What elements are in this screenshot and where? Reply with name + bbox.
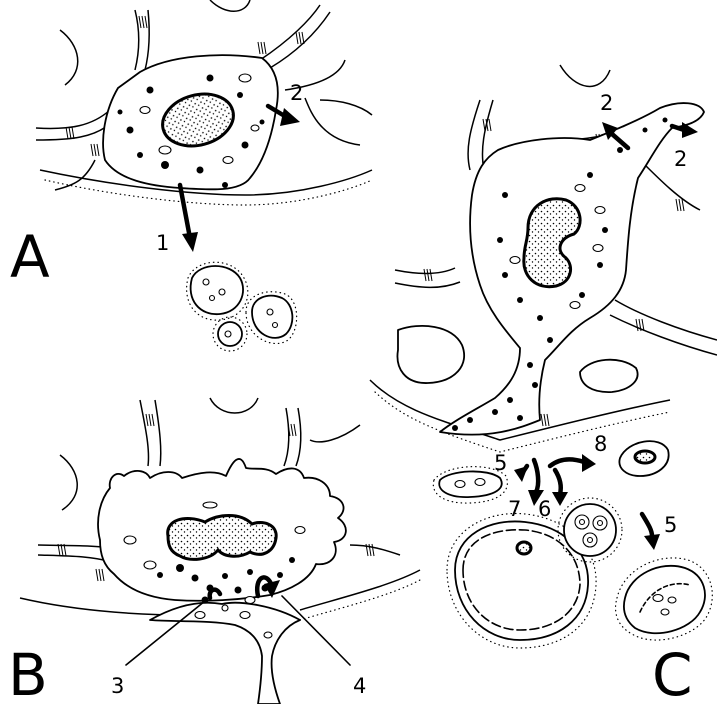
- panel-a: 1 2 A: [10, 0, 372, 351]
- label-2: 2: [290, 81, 303, 105]
- arrow-5b-icon: [642, 514, 660, 550]
- label-5b: 5: [664, 513, 677, 537]
- label-2a: 2: [600, 91, 613, 115]
- label-7: 7: [508, 497, 521, 521]
- released-vesicles-a: [187, 262, 297, 351]
- panel-b: 3 4 B: [8, 398, 420, 704]
- panel-letter-b: B: [8, 641, 48, 704]
- leader-line-4: [282, 596, 350, 665]
- nucleus-b: [168, 516, 276, 560]
- pedicel-b: [150, 603, 300, 704]
- arrow-5a-icon: [514, 466, 528, 482]
- label-2b: 2: [674, 147, 687, 171]
- panel-letter-c: C: [652, 641, 693, 704]
- label-4: 4: [353, 674, 366, 698]
- leader-line-3: [126, 601, 205, 665]
- label-1: 1: [156, 231, 169, 255]
- vesicle-5: [616, 558, 713, 640]
- arrow-1-icon: [180, 185, 198, 252]
- panel-letter-a: A: [10, 223, 50, 291]
- panel-c: 2 2 5 7 8 6: [370, 65, 717, 704]
- label-5a: 5: [494, 451, 507, 475]
- arrow-6-icon: [552, 470, 568, 506]
- vesicle-c-left: [439, 471, 501, 497]
- label-6: 6: [538, 497, 551, 521]
- label-3: 3: [111, 674, 124, 698]
- label-8: 8: [594, 432, 607, 456]
